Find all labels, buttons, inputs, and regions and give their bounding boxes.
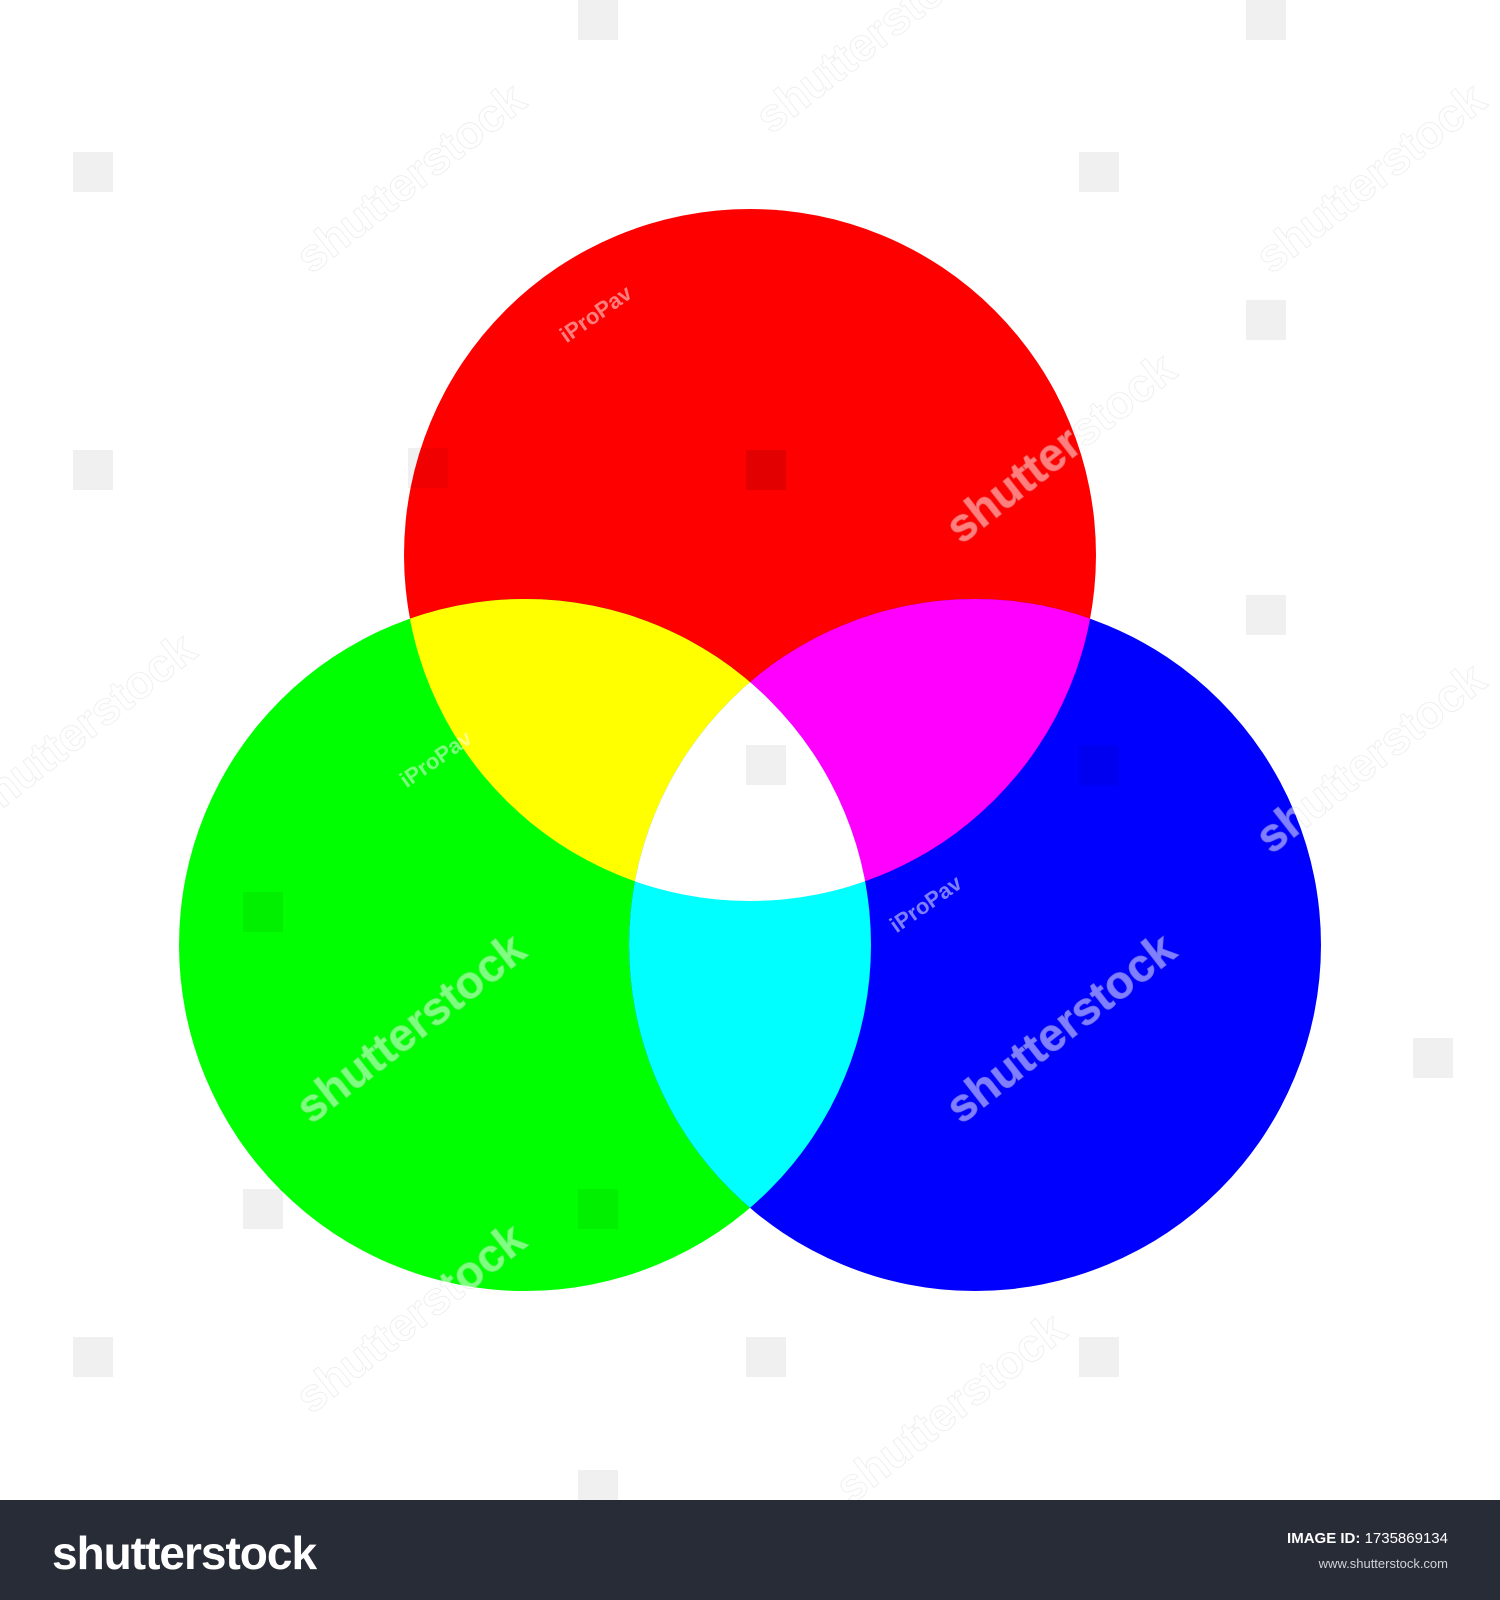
footer-url[interactable]: www.shutterstock.com <box>1318 1556 1448 1571</box>
shutterstock-watermark: shutterstock <box>1245 652 1495 863</box>
watermark-box-icon <box>746 450 786 490</box>
watermark-box-icon <box>1246 0 1286 40</box>
watermark-box-icon <box>578 1470 618 1500</box>
watermark-box-icon <box>73 152 113 192</box>
watermark-box-icon <box>578 0 618 40</box>
white-center-overlap <box>629 599 871 901</box>
watermark-box-icon <box>578 1189 618 1229</box>
watermark-box-icon <box>746 1337 786 1377</box>
footer-logo[interactable]: shutterstock <box>52 1527 317 1579</box>
shutterstock-watermark: shutterstock <box>285 72 535 283</box>
shutterstock-watermark: shutterstock <box>825 1302 1075 1500</box>
watermark-box-icon <box>73 1337 113 1377</box>
watermark-box-icon <box>746 745 786 785</box>
watermark-box-icon <box>1246 300 1286 340</box>
rgb-venn-diagram: shutterstock shutterstock shutterstock shut… <box>0 0 1496 1500</box>
watermark-box-icon <box>1246 595 1286 635</box>
watermark-box-icon <box>1413 1038 1453 1078</box>
watermark-box-icon <box>408 448 448 488</box>
watermark-box-icon <box>243 892 283 932</box>
shutterstock-watermark: shutterstock <box>1245 72 1495 283</box>
diagram-area: shutterstock shutterstock shutterstock shut… <box>0 0 1496 1500</box>
image-id-value: 1735869134 <box>1364 1530 1448 1547</box>
watermark-box-icon <box>746 450 786 490</box>
watermark-box-icon <box>1079 152 1119 192</box>
watermark-box-icon <box>243 1189 283 1229</box>
watermark-box-icon <box>73 450 113 490</box>
image-id-label: IMAGE ID: <box>1287 1530 1361 1547</box>
shutterstock-watermark: shutterstock <box>745 0 995 143</box>
image-id: IMAGE ID: 1735869134 <box>1287 1530 1448 1547</box>
watermark-box-icon <box>1079 1337 1119 1377</box>
watermark-box-icon <box>1079 745 1119 785</box>
footer-bar: shutterstock IMAGE ID: 1735869134 www.sh… <box>0 1500 1500 1600</box>
shutterstock-watermark: shutterstock <box>0 622 205 833</box>
